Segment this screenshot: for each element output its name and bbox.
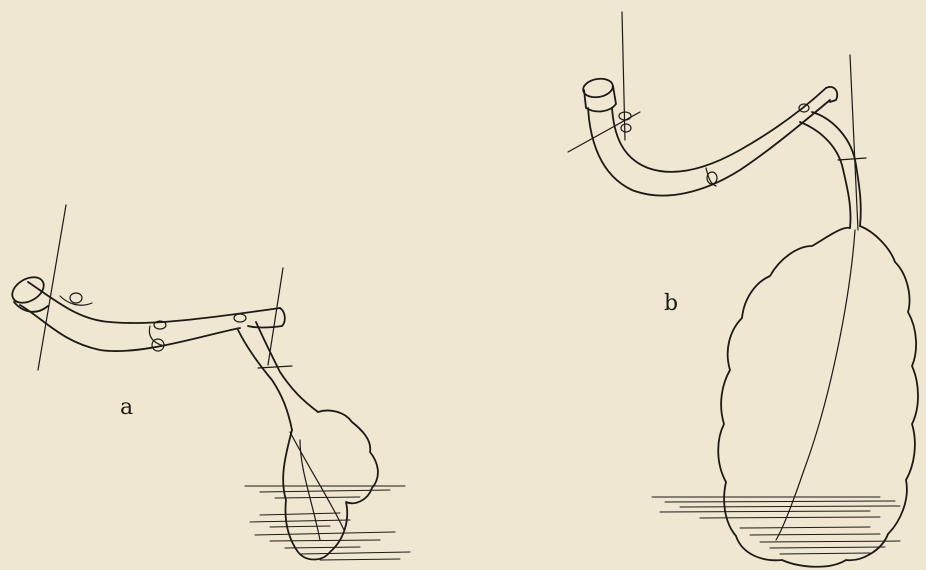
apparatus-b — [568, 12, 918, 567]
ligature-knot — [621, 124, 631, 132]
tube-a-upper-edge — [28, 282, 280, 323]
lung-b — [718, 226, 918, 567]
tube-b-mouth — [582, 77, 615, 100]
panel-label-a: a — [120, 397, 133, 419]
panel-label-b: b — [664, 293, 678, 315]
neck-b-left — [800, 122, 851, 228]
ligature-knot — [70, 293, 82, 303]
ligature-thread — [60, 296, 92, 305]
apparatus-a — [8, 205, 410, 560]
tube-a-mouth-collar — [14, 302, 48, 312]
ligature-neck-a — [258, 366, 292, 368]
ligature-neck-b — [838, 158, 866, 160]
water-surface-b — [652, 497, 900, 554]
water-surface-a — [245, 486, 410, 560]
neck-a-left — [238, 330, 292, 430]
support-wire-a-left — [38, 205, 66, 370]
support-wire-b-right — [850, 55, 858, 230]
lung-a-inner-line — [290, 432, 344, 530]
tube-a-lower-edge — [20, 305, 240, 351]
tube-b-right-end — [826, 87, 837, 102]
ligature-knot — [234, 314, 246, 322]
lung-b-inner-line — [776, 230, 855, 540]
ligature-thread — [568, 112, 640, 152]
lung-a — [283, 410, 378, 559]
